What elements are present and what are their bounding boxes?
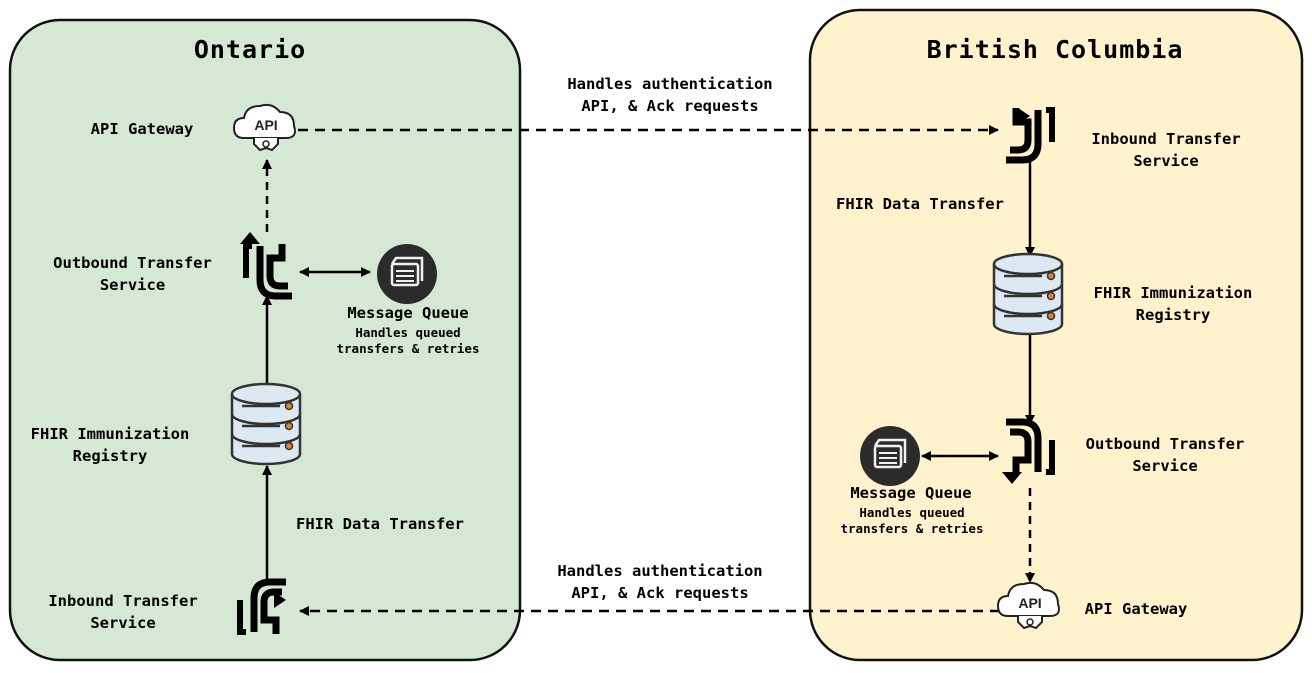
bc-outbound-label-line1: Outbound Transfer <box>1085 435 1245 453</box>
bc-message-queue-desc-line1: Handles queued <box>859 505 965 520</box>
ontario-message-queue-desc: Handles queued transfers & retries <box>328 325 488 357</box>
ontario-message-queue-desc-line1: Handles queued <box>355 325 461 340</box>
ontario-outbound-label-line1: Outbound Transfer <box>53 254 212 272</box>
ontario-title: Ontario <box>193 35 307 64</box>
bc-registry-database-icon <box>992 252 1064 336</box>
bottom-link-label-line1: Handles authentication <box>557 562 763 580</box>
bottom-link-label-line2: API, & Ack requests <box>571 584 749 602</box>
bc-registry-label: FHIR Immunization Registry <box>1070 282 1276 326</box>
ontario-inbound-arrowhead-icon <box>274 592 286 608</box>
bc-inbound-label-line1: Inbound Transfer <box>1091 130 1241 148</box>
ontario-api-gateway-icon: API <box>233 103 296 151</box>
bc-registry-label-line2: Registry <box>1135 306 1211 324</box>
ontario-outbound-label-line2: Service <box>99 276 166 294</box>
svg-text:API: API <box>1018 595 1041 611</box>
ontario-outbound-arrowhead-icon <box>240 232 260 244</box>
ontario-api-gateway-label: API Gateway <box>90 120 194 138</box>
ontario-message-queue-desc-line2: transfers & retries <box>336 341 480 356</box>
bc-api-gateway-label: API Gateway <box>1084 600 1188 618</box>
ontario-data-transfer-label: FHIR Data Transfer <box>296 515 464 533</box>
bc-region <box>808 8 1304 662</box>
ontario-registry-database-icon <box>230 382 302 466</box>
ontario-outbound-label: Outbound Transfer Service <box>30 252 235 296</box>
bc-inbound-label: Inbound Transfer Service <box>1068 128 1264 172</box>
bc-outbound-label: Outbound Transfer Service <box>1062 433 1268 477</box>
bc-title: British Columbia <box>926 35 1184 64</box>
bc-registry-label-line1: FHIR Immunization <box>1093 284 1253 302</box>
bc-api-gateway-icon: API <box>997 581 1060 629</box>
ontario-inbound-label-line1: Inbound Transfer <box>48 592 198 610</box>
bc-outbound-label-line2: Service <box>1132 457 1198 475</box>
svg-text:API: API <box>254 117 277 133</box>
ontario-inbound-label: Inbound Transfer Service <box>28 590 218 634</box>
bc-message-queue-title: Message Queue <box>850 484 972 502</box>
top-link-label-line1: Handles authentication <box>567 75 773 93</box>
ontario-message-queue-title: Message Queue <box>347 304 469 322</box>
bc-message-queue-icon <box>858 424 922 488</box>
bc-outbound-arrowhead-icon <box>1002 472 1022 484</box>
ontario-registry-label: FHIR Immunization Registry <box>20 423 200 467</box>
bc-data-transfer-label: FHIR Data Transfer <box>836 195 1004 213</box>
bc-inbound-label-line2: Service <box>1133 152 1199 170</box>
bottom-link-label: Handles authentication API, & Ack reques… <box>525 560 795 604</box>
top-link-label-line2: API, & Ack requests <box>581 97 759 115</box>
ontario-message-queue-icon <box>375 242 439 306</box>
bc-message-queue-desc: Handles queued transfers & retries <box>822 505 1002 537</box>
ontario-registry-label-line1: FHIR Immunization <box>30 425 190 443</box>
ontario-registry-label-line2: Registry <box>72 447 148 465</box>
ontario-region <box>8 18 522 662</box>
ontario-inbound-label-line2: Service <box>90 614 156 632</box>
top-link-label: Handles authentication API, & Ack reques… <box>535 73 805 117</box>
bc-message-queue-desc-line2: transfers & retries <box>840 521 984 536</box>
bc-inbound-arrowhead-icon <box>1018 108 1030 124</box>
